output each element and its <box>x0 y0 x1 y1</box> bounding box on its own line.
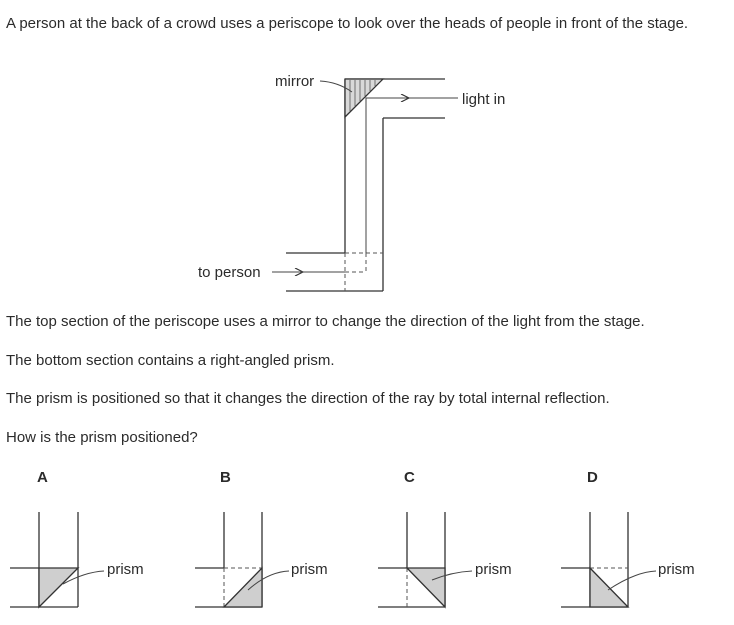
option-a[interactable]: A prism <box>10 469 144 609</box>
prism-label: prism <box>291 561 328 578</box>
mirror-label: mirror <box>275 73 314 90</box>
prism-shape <box>222 566 263 608</box>
to-person-label: to person <box>198 264 261 281</box>
light-in-label: light in <box>462 91 505 108</box>
mirror-shape <box>344 78 385 119</box>
prism-label: prism <box>475 561 512 578</box>
prism-leader-line <box>247 570 290 591</box>
prism-leader-line <box>607 570 657 591</box>
option-letter: D <box>587 469 598 486</box>
question-paragraph-reflection: The prism is positioned so that it chang… <box>6 390 610 407</box>
light-ray-path <box>365 97 445 253</box>
prism-leader-line <box>431 570 473 581</box>
prism-label: prism <box>107 561 144 578</box>
question-paragraph-prism: The bottom section contains a right-angl… <box>6 352 335 369</box>
mirror-leader-line <box>319 80 353 93</box>
periscope-diagram: light in to person mirror <box>198 73 505 292</box>
question-paragraph-mirror: The top section of the periscope uses a … <box>6 313 645 330</box>
option-d[interactable]: D prism <box>561 469 695 608</box>
question-intro: A person at the back of a crowd uses a p… <box>6 15 689 32</box>
prism-shape <box>405 567 446 609</box>
mirror-hatching <box>349 80 376 111</box>
question-prompt: How is the prism positioned? <box>6 429 198 446</box>
option-letter: A <box>37 469 48 486</box>
option-letter: B <box>220 469 231 486</box>
prism-leader-line <box>62 570 105 585</box>
prism-shape <box>589 566 630 608</box>
prism-label: prism <box>658 561 695 578</box>
option-b[interactable]: B prism <box>195 469 328 608</box>
option-c[interactable]: C prism <box>378 469 512 609</box>
option-letter: C <box>404 469 415 486</box>
prism-shape <box>38 567 80 609</box>
